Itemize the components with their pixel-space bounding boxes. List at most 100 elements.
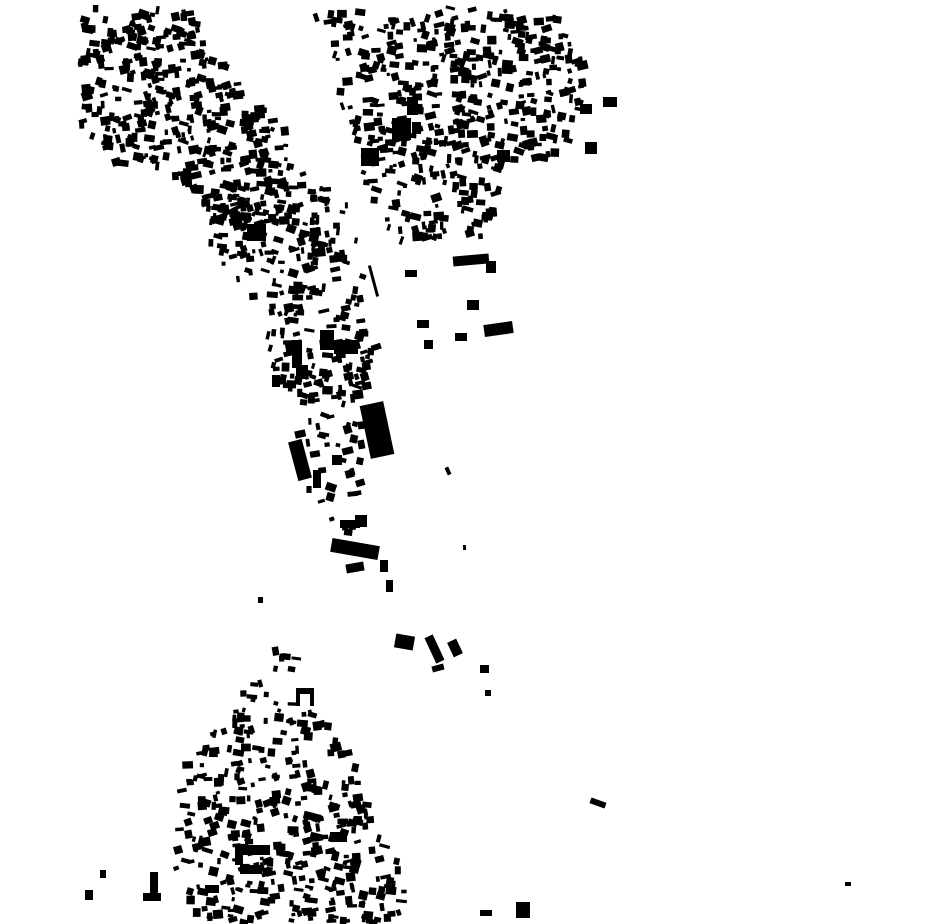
building [230, 830, 240, 838]
building [202, 114, 207, 120]
building [480, 910, 492, 916]
building [374, 854, 385, 864]
building [263, 717, 268, 724]
building [175, 827, 184, 832]
building [81, 83, 92, 93]
building [362, 910, 374, 920]
building [319, 187, 328, 192]
building [125, 29, 136, 35]
building [270, 878, 275, 886]
building [365, 354, 371, 360]
building [452, 253, 490, 267]
building [373, 117, 383, 127]
building [185, 31, 197, 41]
building [340, 520, 360, 528]
building [427, 122, 435, 132]
building [164, 129, 169, 136]
building [304, 884, 314, 890]
building [353, 839, 362, 845]
building [428, 219, 439, 225]
building [225, 119, 236, 128]
building [330, 914, 339, 919]
building [432, 64, 439, 70]
building [279, 269, 285, 274]
building [272, 235, 284, 244]
building [333, 876, 346, 886]
building [502, 8, 508, 14]
building [440, 221, 444, 230]
building [243, 267, 252, 274]
building [335, 57, 340, 61]
building [354, 125, 361, 132]
building [291, 737, 299, 742]
building [284, 788, 292, 796]
building [150, 74, 160, 85]
building [353, 237, 359, 244]
building [248, 168, 257, 174]
building [348, 524, 357, 531]
building [102, 15, 109, 24]
building [421, 233, 433, 242]
building [330, 897, 336, 906]
building [269, 892, 281, 901]
building [185, 179, 193, 188]
building [469, 37, 481, 45]
building [417, 320, 429, 328]
building [295, 745, 300, 754]
building [273, 700, 279, 706]
building [449, 66, 460, 73]
building [164, 103, 172, 114]
building [516, 15, 528, 25]
building [343, 854, 349, 859]
building [186, 780, 194, 786]
building [350, 294, 357, 301]
building [186, 895, 195, 905]
building [246, 795, 251, 802]
building [460, 206, 466, 214]
building [298, 875, 306, 882]
building [281, 362, 290, 372]
building [300, 247, 305, 254]
building [376, 52, 386, 63]
building [212, 909, 224, 920]
building [401, 137, 411, 143]
building [339, 311, 350, 320]
building [278, 260, 285, 264]
building [310, 845, 324, 856]
building [434, 28, 439, 35]
building [271, 217, 281, 227]
building [269, 303, 276, 310]
building [386, 44, 398, 56]
building [388, 17, 396, 22]
building [447, 125, 455, 135]
building [324, 230, 330, 238]
building [220, 727, 228, 736]
building [478, 177, 486, 186]
building [317, 243, 326, 252]
building [370, 185, 383, 194]
building [309, 450, 321, 458]
building [264, 764, 271, 769]
building [430, 192, 443, 204]
building [333, 812, 341, 819]
building [162, 151, 170, 161]
building [485, 113, 494, 120]
building [486, 261, 496, 273]
building [475, 115, 486, 124]
building [353, 490, 362, 496]
building [239, 244, 248, 253]
building [221, 905, 231, 911]
building [328, 516, 335, 522]
building [197, 862, 204, 868]
building [185, 887, 195, 896]
building [342, 792, 348, 798]
building [370, 196, 378, 204]
building [196, 750, 203, 756]
building [367, 178, 378, 184]
building [272, 375, 280, 387]
building [379, 902, 385, 912]
building [394, 866, 401, 875]
building [217, 204, 230, 211]
building [513, 146, 525, 156]
building [271, 774, 280, 779]
